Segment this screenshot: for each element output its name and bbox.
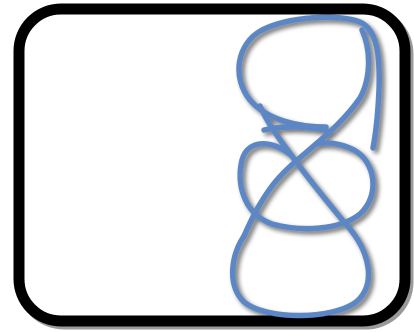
rope-free-end [264,127,326,130]
rounded-frame [19,9,405,321]
